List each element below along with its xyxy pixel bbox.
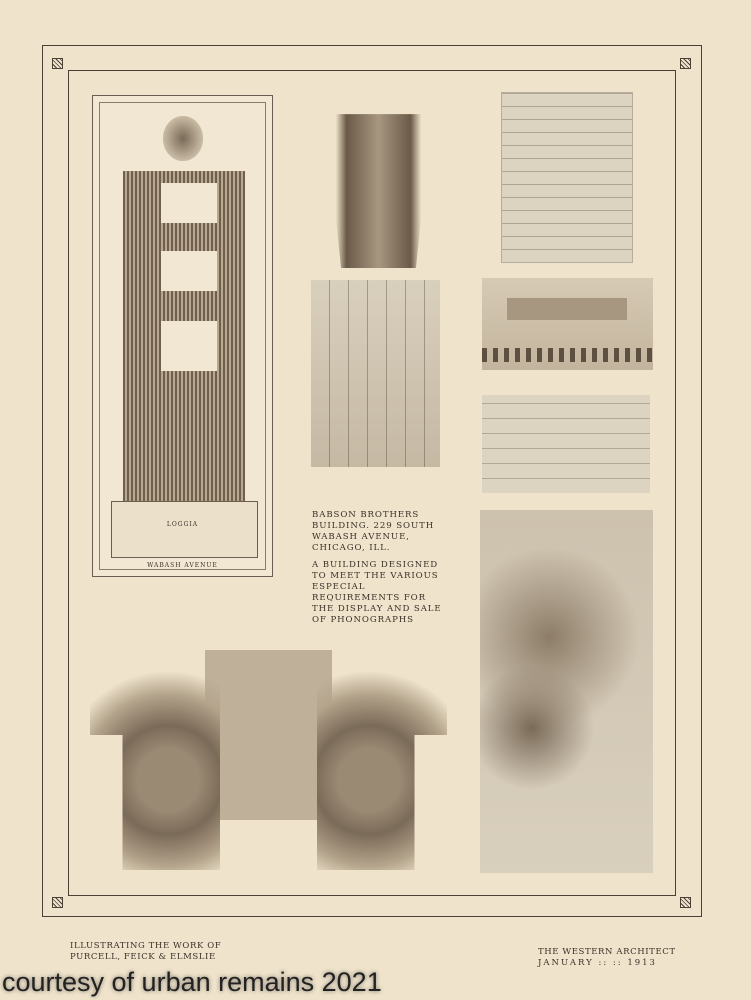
street-label: Wabash Avenue bbox=[147, 562, 218, 569]
footer-left-line2: PURCELL, FEICK & ELMSLIE bbox=[70, 952, 216, 962]
caption-title: Babson Brothers Building. 229 South Waba… bbox=[312, 510, 435, 553]
footer-right: THE WESTERN ARCHITECT JANUARY :: :: 1913 bbox=[538, 947, 676, 969]
watermark-credit: courtesy of urban remains 2021 bbox=[2, 967, 382, 997]
detail-sketch-top bbox=[501, 92, 633, 263]
corner-ornament-br bbox=[680, 897, 691, 908]
corner-ornament-tl bbox=[52, 58, 63, 69]
ornament-crest bbox=[163, 116, 203, 161]
page-border-inner bbox=[68, 70, 676, 896]
corner-ornament-bl bbox=[52, 897, 63, 908]
plan-sketch bbox=[311, 280, 440, 467]
ornament-cast-photo bbox=[90, 645, 447, 870]
facade-windows bbox=[123, 171, 245, 501]
ornament-drawing-large bbox=[480, 510, 653, 873]
storefront bbox=[111, 501, 258, 558]
footer-right-line1: THE WESTERN ARCHITECT bbox=[538, 947, 676, 957]
elevation-drawing: Loggia Wabash Avenue bbox=[92, 95, 273, 577]
caption-block: Babson Brothers Building. 229 South Waba… bbox=[312, 510, 446, 626]
plaster-model-photo bbox=[482, 278, 653, 370]
caption-description: A building designed to meet the various … bbox=[312, 560, 442, 625]
loggia-label: Loggia bbox=[166, 521, 199, 528]
terracotta-ornament-photo bbox=[325, 114, 432, 268]
footer-right-line2: JANUARY :: :: 1913 bbox=[538, 958, 657, 968]
footer-left: ILLUSTRATING THE WORK OF PURCELL, FEICK … bbox=[70, 941, 221, 963]
page-border-outer bbox=[42, 45, 702, 917]
footer-left-line1: ILLUSTRATING THE WORK OF bbox=[70, 941, 222, 951]
annotated-sketch bbox=[482, 395, 650, 493]
corner-ornament-tr bbox=[680, 58, 691, 69]
